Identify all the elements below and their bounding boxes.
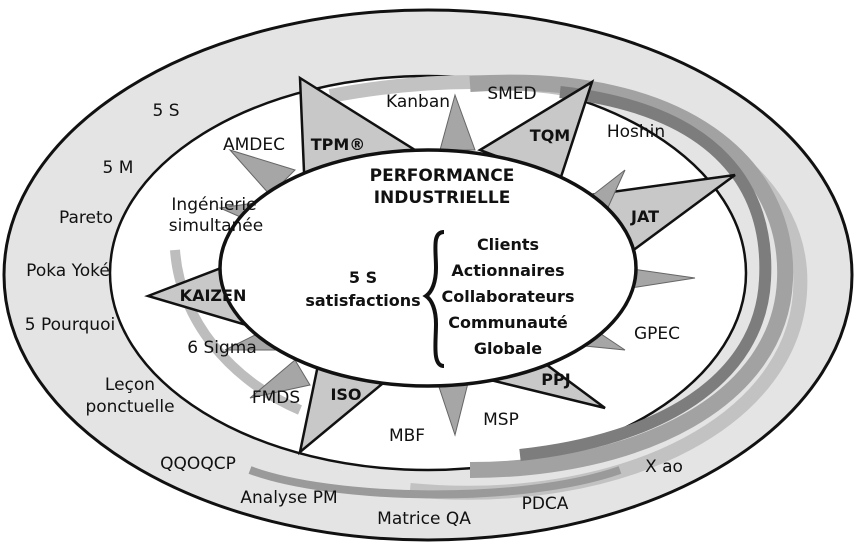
center-title-line1: PERFORMANCE [370,166,515,186]
label-5m: 5 M [103,158,134,178]
swoosh-band-dark [519,86,772,461]
label-5-pourquoi: 5 Pourquoi [25,315,115,335]
label-pdca: PDCA [522,494,569,514]
label-analyse-pm: Analyse PM [240,488,337,508]
stakeholder-clients: Clients [477,235,539,254]
stakeholder-communaute: Communauté [448,313,568,332]
label-ingenierie-1: Ingénierie [171,195,256,215]
swoosh-band-mid [469,74,794,478]
label-msp: MSP [483,410,519,430]
satisfactions-line2: satisfactions [305,291,420,310]
swoosh-band-left [170,249,302,415]
label-amdec: AMDEC [223,135,285,155]
swoosh [170,74,808,500]
label-pareto: Pareto [59,208,113,228]
swoosh-band-inner [248,466,622,499]
stakeholder-globale: Globale [474,339,542,358]
label-ppj: PPJ [541,370,570,389]
label-poka-yoke: Poka Yoké [26,261,110,281]
label-matrice-qa: Matrice QA [377,509,471,529]
label-5s-outer: 5 S [152,101,179,121]
stakeholder-collaborateurs: Collaborateurs [442,287,575,306]
satisfactions-line1: 5 S [349,268,377,287]
label-gpec: GPEC [634,324,680,344]
label-jat: JAT [630,207,659,226]
center-ellipse [218,148,638,388]
label-x-ao: X ao [645,457,683,477]
label-tpm: TPM® [311,135,366,154]
label-mbf: MBF [389,426,425,446]
label-kanban: Kanban [386,92,450,112]
label-tqm: TQM [530,126,570,145]
label-smed: SMED [487,84,536,104]
label-fmds: FMDS [252,388,300,408]
label-ingenierie-2: simultanée [169,216,263,236]
label-hoshin: Hoshin [607,122,665,142]
spike-bottom-left [249,359,311,399]
stakeholder-actionnaires: Actionnaires [451,261,564,280]
label-6-sigma: 6 Sigma [187,338,257,358]
label-kaizen: KAIZEN [180,286,247,305]
label-lecon-2: ponctuelle [85,397,174,417]
label-lecon-1: Leçon [105,375,155,395]
curly-brace [422,230,445,368]
center-title-line2: INDUSTRIELLE [374,188,511,208]
label-iso: ISO [330,385,361,404]
label-qqoqcp: QQOQCP [160,454,236,474]
